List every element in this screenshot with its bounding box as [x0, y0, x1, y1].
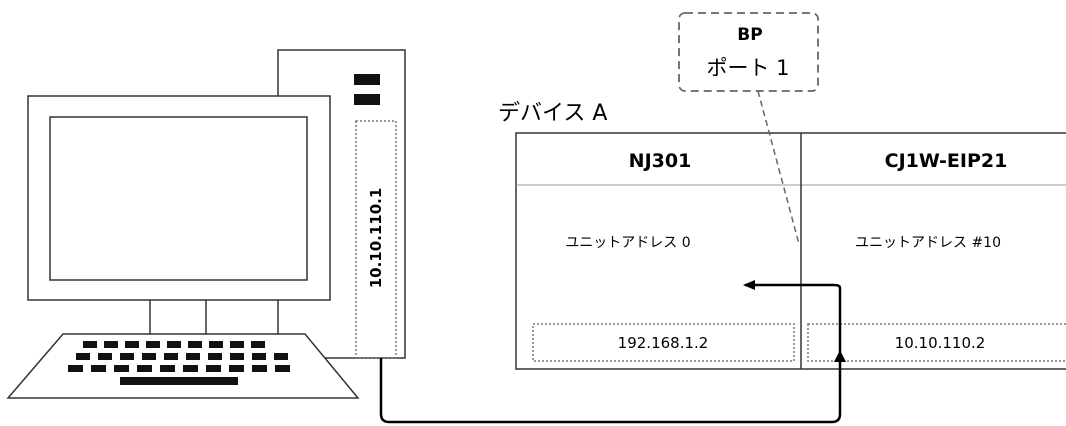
pc-computer-icon: 10.10.110.1 — [6, 49, 406, 399]
pc-ip-port-box — [355, 120, 397, 359]
monitor-screen — [49, 116, 308, 281]
bp-port-callout-box — [678, 12, 819, 92]
tower-drive-bay-1 — [354, 74, 380, 85]
keyboard-keys — [68, 341, 290, 385]
unit-name-cj1w: CJ1W-EIP21 — [885, 150, 1008, 172]
callout-leader-line — [757, 90, 800, 245]
callout-line-2: ポート 1 — [706, 56, 789, 80]
ip-label-cj1w: 10.10.110.2 — [895, 334, 986, 352]
tower-drive-bay-2 — [354, 94, 380, 105]
unit-name-nj301: NJ301 — [629, 150, 692, 172]
device-a-chassis: NJ301 ユニットアドレス 0 192.168.1.2 CJ1W-EIP21 … — [515, 132, 1066, 370]
ip-box-nj301 — [532, 323, 795, 362]
unit-address-cj1w: ユニットアドレス #10 — [855, 235, 1001, 251]
device-title: デバイス A — [498, 101, 607, 126]
callout-line-1: BP — [737, 25, 762, 45]
ethernet-cable — [379, 280, 842, 424]
unit-address-nj301: ユニットアドレス 0 — [565, 235, 690, 251]
ip-label-nj301: 192.168.1.2 — [618, 334, 709, 352]
ip-box-cj1w — [807, 323, 1066, 362]
pc-ip-label: 10.10.110.1 — [367, 188, 385, 289]
cable-entry-arrow-icon — [834, 350, 846, 362]
device-outer-frame — [515, 132, 1066, 370]
